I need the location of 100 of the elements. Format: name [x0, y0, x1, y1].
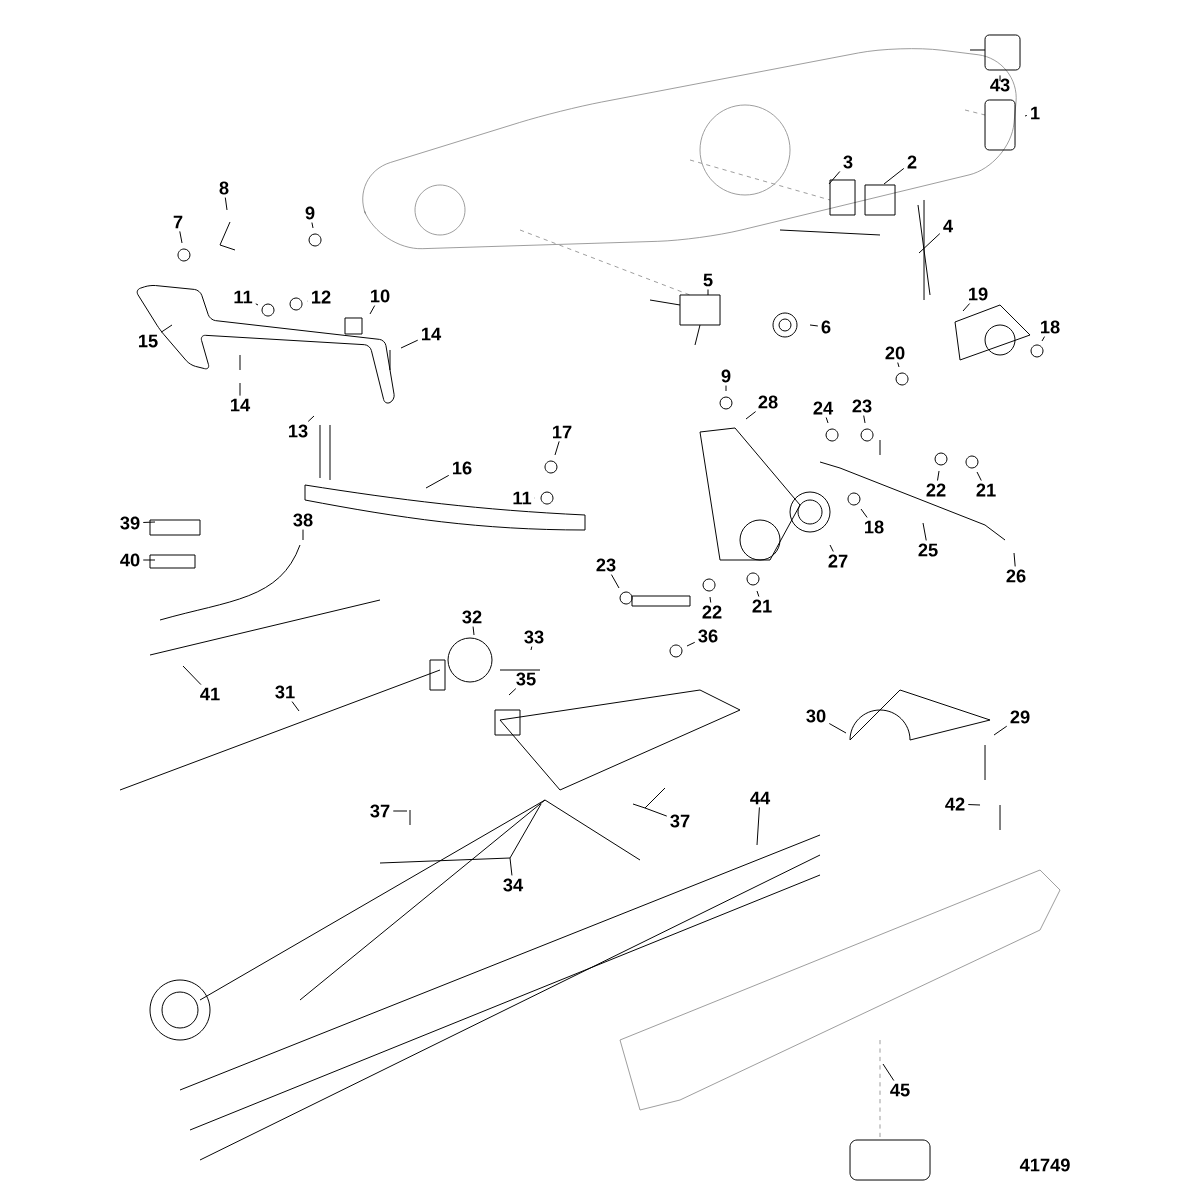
callout-number: 11: [234, 290, 253, 304]
leader-line: [883, 167, 905, 185]
callout-number: 32: [462, 610, 482, 624]
callout-number: 34: [503, 878, 524, 892]
callout-number: 31: [275, 685, 295, 699]
callout-number: 16: [453, 461, 472, 475]
leader-line: [897, 362, 900, 368]
callout-number: 25: [918, 543, 938, 557]
leader-line: [142, 521, 156, 523]
callout-number: 5: [703, 273, 713, 287]
leader-line: [179, 230, 183, 244]
leader-line: [686, 641, 696, 647]
leader-line: [976, 471, 982, 481]
leader-line: [962, 303, 971, 312]
leader-line: [379, 857, 511, 864]
leader-line: [725, 385, 727, 392]
leader-line: [610, 574, 620, 589]
callout-number: 14: [422, 327, 442, 341]
callout-number: 36: [698, 629, 718, 643]
leader-line: [828, 723, 847, 734]
leader-line: [255, 303, 259, 306]
callout-number: 4: [943, 219, 953, 233]
leader-line: [392, 810, 408, 812]
leader-line: [1013, 552, 1016, 567]
callout-number: 9: [721, 369, 731, 383]
leader-line: [863, 415, 866, 424]
leader-line: [937, 470, 940, 481]
leader-line: [509, 803, 542, 859]
callout-number: 39: [120, 516, 140, 530]
leader-line: [291, 701, 300, 712]
leader-line: [400, 339, 419, 349]
leader-line: [369, 305, 376, 315]
callout-number: 24: [813, 401, 834, 415]
leader-line: [644, 787, 666, 809]
callout-number: 22: [702, 605, 722, 619]
callout-number: 14: [231, 398, 251, 412]
callout-number: 45: [890, 1083, 910, 1097]
leader-line: [632, 803, 646, 809]
callout-number: 20: [885, 346, 905, 360]
leader-line: [224, 197, 228, 211]
leader-line: [999, 74, 1001, 82]
leader-line: [554, 440, 560, 456]
callout-number: 37: [670, 814, 690, 828]
leader-line: [860, 508, 868, 518]
callout-number: 13: [289, 424, 308, 438]
callout-number: 19: [969, 287, 988, 301]
leader-line: [1024, 114, 1028, 117]
leader-line: [809, 324, 819, 327]
callout-number: 8: [219, 181, 229, 195]
leader-line: [472, 626, 475, 636]
callout-number: 27: [828, 554, 848, 568]
leader-line: [311, 222, 314, 229]
callout-number: 3: [843, 155, 853, 169]
callout-number: 22: [926, 483, 946, 497]
callout-number: 43: [990, 78, 1010, 92]
leader-line: [707, 289, 709, 296]
leader-line: [922, 522, 927, 541]
leader-line: [302, 529, 304, 541]
leader-line: [756, 806, 760, 846]
leader-line: [967, 804, 981, 806]
callout-number: 28: [758, 395, 778, 409]
callout-number: 37: [370, 804, 390, 818]
callout-number: 38: [293, 513, 313, 527]
callout-number: 21: [752, 599, 772, 613]
leader-line: [142, 559, 156, 561]
callout-number: 33: [524, 630, 544, 644]
callout-number: 9: [305, 206, 315, 220]
callout-number: 29: [1010, 710, 1030, 724]
drawing-number: 41749: [1019, 1158, 1070, 1172]
callout-number: 40: [120, 553, 140, 567]
leader-line: [1041, 336, 1046, 342]
callout-number: 11: [513, 491, 532, 505]
leader-line: [307, 415, 315, 422]
callout-number: 41: [200, 687, 220, 701]
callout-number: 18: [865, 520, 884, 534]
leader-line: [709, 596, 712, 603]
callout-number: 44: [750, 791, 771, 805]
callout-number: 6: [821, 320, 831, 334]
callout-number: 1: [1031, 106, 1040, 120]
leader-line: [993, 725, 1008, 736]
leader-line: [644, 807, 668, 817]
callout-number: 7: [173, 215, 183, 229]
leader-line: [918, 233, 941, 254]
leader-line: [829, 544, 834, 552]
leader-line: [239, 382, 241, 397]
leader-line: [160, 324, 173, 333]
leader-line: [182, 665, 202, 686]
callout-number: 30: [806, 709, 826, 723]
leader-line: [745, 411, 757, 420]
callout-number: 18: [1041, 320, 1060, 334]
callout-number: 23: [596, 558, 616, 572]
callout-number: 2: [907, 155, 917, 169]
leader-line: [425, 474, 450, 489]
leader-line: [530, 646, 533, 651]
callout-number: 26: [1006, 569, 1026, 583]
callout-number: 17: [553, 425, 572, 439]
leader-line: [828, 170, 841, 185]
leader-line: [509, 857, 513, 876]
callout-number: 35: [516, 672, 536, 686]
leader-line: [825, 417, 829, 424]
